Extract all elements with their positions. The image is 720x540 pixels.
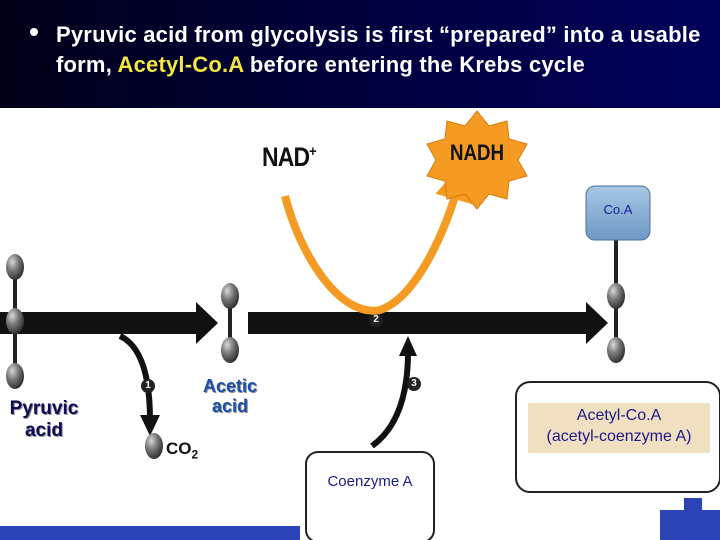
co2-release-arrow [118,333,153,421]
coenzyme-box [305,451,435,540]
coenzyme-join-arrow [370,351,411,449]
coa-box [585,185,651,241]
nad-plus-label: NAD+ [262,142,317,172]
step-3-marker [407,377,421,391]
title-part1: Pyruvic acid from glycolysis is first “p… [56,22,701,77]
acetyl-chain [607,240,625,363]
title-banner: Pyruvic acid from glycolysis is first “p… [0,0,720,108]
nadh-label: NADH [449,140,505,165]
acetyl-coa-label: Acetyl-Co.A (acetyl-coenzyme A) [528,403,710,453]
coa-label: Co.A [603,202,633,217]
co2-carbon-ball [145,433,163,459]
pyruvic-acid-label: Pyruvic acid [9,398,79,441]
slide-title: Pyruvic acid from glycolysis is first “p… [56,20,706,80]
acetyl-coa-line1: Acetyl-Co.A [576,407,662,424]
step-1-marker [141,379,155,393]
main-arrow-2 [248,302,608,344]
step-2-number: 2 [373,314,379,325]
step-2-marker [369,313,383,327]
co2-label: CO2 [166,439,199,462]
acetic-acid-label: Acetic acid [202,376,258,416]
bottom-bar-square [684,498,702,510]
coenzyme-a-label: Coenzyme A [327,473,413,490]
main-arrow-1 [0,302,218,344]
bullet-icon [30,28,38,36]
bottom-bar-right [660,510,720,540]
bottom-bar-left [0,526,300,540]
acetyl-coa-line2: (acetyl-coenzyme A) [546,428,692,445]
title-part2: before entering the Krebs cycle [243,52,585,77]
pyruvic-chain [6,254,24,389]
acetic-chain [221,283,239,363]
step-1-number: 1 [145,380,151,391]
nadh-starburst [426,110,528,210]
step-3-number: 3 [411,378,417,389]
nad-reduction-arrow [281,160,474,315]
title-highlight: Acetyl-Co.A [117,52,244,77]
